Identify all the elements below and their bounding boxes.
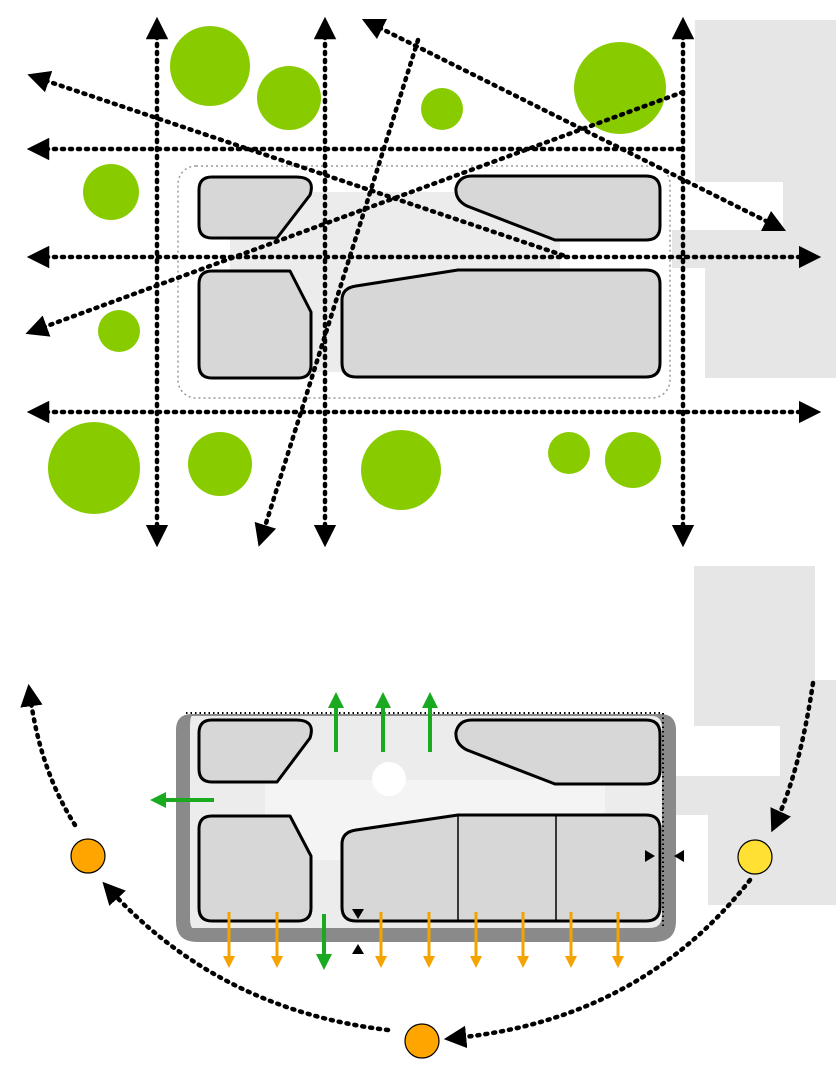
gap-marker-triangle xyxy=(674,850,684,862)
green-openings xyxy=(150,692,438,970)
building-bottom-left xyxy=(197,269,313,380)
gap-marker-triangle xyxy=(352,909,364,919)
sun-position-south xyxy=(404,1023,440,1059)
tree xyxy=(548,432,590,474)
gap-markers xyxy=(352,850,684,954)
sun-path-arc xyxy=(443,877,753,1049)
courtyard-lightwell xyxy=(372,762,406,796)
tree xyxy=(605,432,661,488)
movement-path-diagonal xyxy=(254,37,421,547)
gap-marker-triangle xyxy=(645,850,655,862)
sun-path-arc xyxy=(770,680,816,833)
tree xyxy=(257,66,321,130)
movement-path-diagonal xyxy=(25,89,686,337)
sun-position-west xyxy=(70,838,106,874)
tree xyxy=(574,42,666,134)
building-top-right xyxy=(454,718,662,786)
site-boundary xyxy=(177,165,671,399)
movement-paths xyxy=(25,16,822,548)
tree xyxy=(421,88,463,130)
movement-path-diagonal xyxy=(361,18,787,232)
building-top-left xyxy=(197,718,313,784)
sun-path-arc xyxy=(102,881,391,1033)
tree xyxy=(188,432,252,496)
neighbor-building-top xyxy=(672,20,836,378)
tree xyxy=(48,422,140,514)
orange-openings xyxy=(223,912,624,968)
gap-marker-triangle xyxy=(352,944,364,954)
neighbor-building-bottom xyxy=(672,566,836,905)
building-bottom-left xyxy=(197,814,313,923)
building-bottom-right xyxy=(340,268,662,379)
diagram-movement-and-trees xyxy=(25,16,836,548)
building-bottom-right xyxy=(340,813,662,923)
sun-path-arc xyxy=(20,683,78,828)
sun-position-east xyxy=(737,839,773,875)
tree xyxy=(83,164,139,220)
diagram-sun-and-openings xyxy=(20,566,836,1059)
sun-path xyxy=(20,680,816,1049)
tree xyxy=(361,430,441,510)
tree xyxy=(170,26,250,106)
building-top-left xyxy=(197,175,313,240)
tree xyxy=(98,310,140,352)
